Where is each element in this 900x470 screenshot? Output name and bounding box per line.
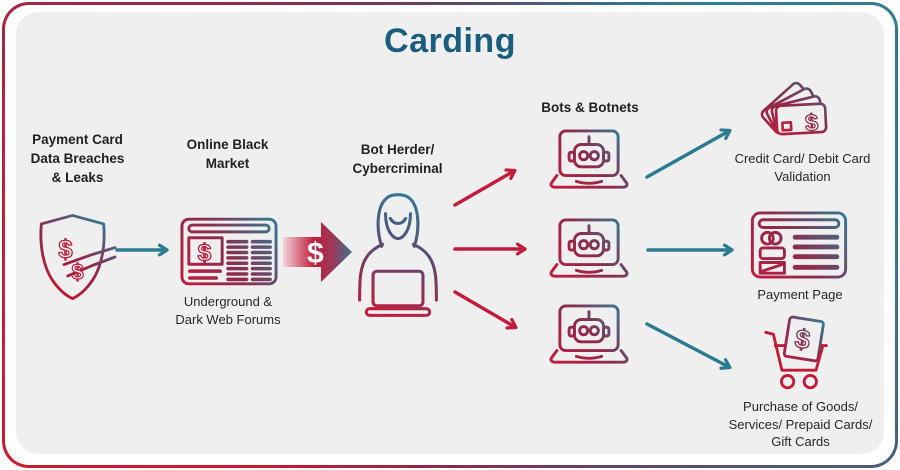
- dollar-icon: $: [307, 237, 324, 270]
- label-bot-herder: Bot Herder/ Cybercriminal: [352, 142, 443, 176]
- label-card-validation: Credit Card/ Debit Card Validation: [734, 151, 871, 184]
- dollar-icon: $: [793, 323, 813, 355]
- hooded-hacker-icon: [358, 193, 438, 317]
- shopping-cart-icon: $: [764, 315, 828, 390]
- shield-card-theft-icon: $ $: [39, 214, 117, 300]
- label-online-black-market: Online Black Market: [186, 137, 269, 171]
- credit-cards-icon: $: [760, 81, 828, 138]
- dark-web-forum-icon: $: [180, 217, 278, 286]
- label-bots-botnets: Bots & Botnets: [541, 100, 639, 115]
- label-payment-card-breaches: Payment Card Data Breaches & Leaks: [30, 132, 125, 185]
- dollar-icon: $: [58, 236, 72, 264]
- label-purchase-goods: Purchase of Goods/ Services/ Prepaid Car…: [728, 399, 873, 450]
- dollar-icon: $: [72, 260, 84, 285]
- caption-underground-forums: Underground & Dark Web Forums: [175, 294, 281, 327]
- bot-laptop-icon: [549, 218, 629, 278]
- bot-laptop-icon: [549, 129, 629, 189]
- content-panel: [16, 12, 884, 454]
- dollar-icon: $: [804, 110, 818, 137]
- bot-laptop-icon: [549, 304, 629, 364]
- dollar-icon: $: [198, 239, 212, 266]
- money-arrow-icon: $: [283, 222, 352, 282]
- payment-page-icon: [750, 211, 848, 279]
- label-payment-page: Payment Page: [757, 287, 843, 302]
- page-title: Carding: [384, 22, 516, 60]
